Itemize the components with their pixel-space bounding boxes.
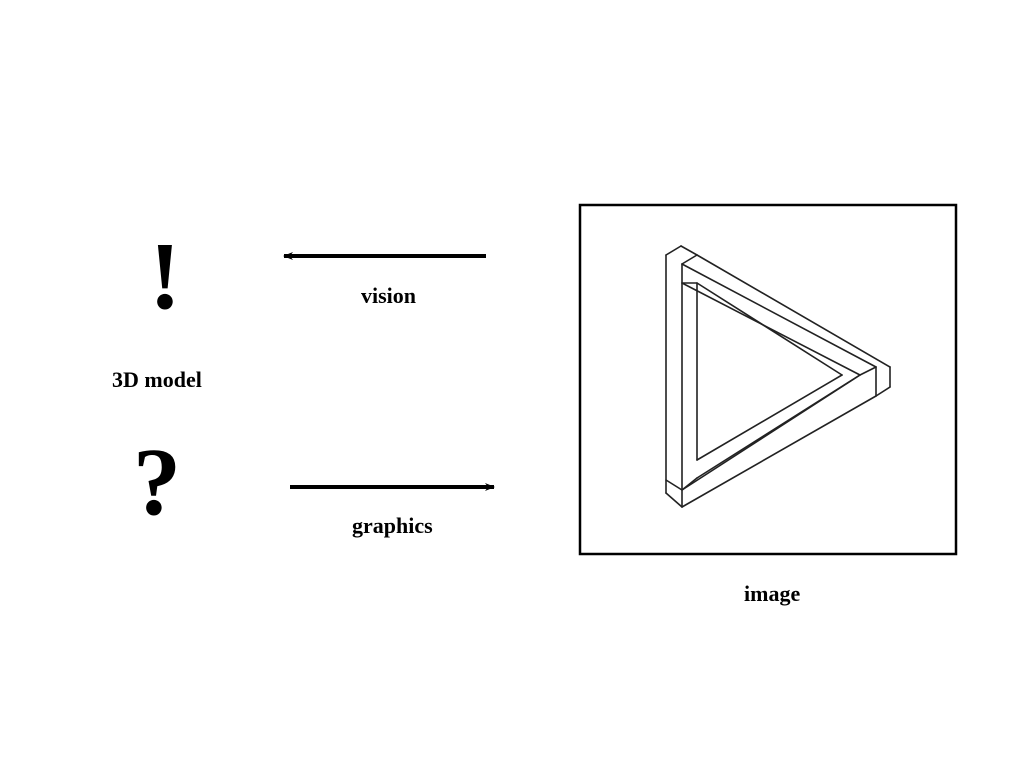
image-frame <box>578 203 958 556</box>
exclamation-mark: ! <box>149 222 181 329</box>
model-label: 3D model <box>112 367 202 392</box>
question-mark: ? <box>133 428 181 535</box>
image-label: image <box>744 581 801 606</box>
penrose-triangle-illustration <box>665 245 891 508</box>
vision-label: vision <box>361 283 417 308</box>
graphics-label: graphics <box>352 513 433 538</box>
